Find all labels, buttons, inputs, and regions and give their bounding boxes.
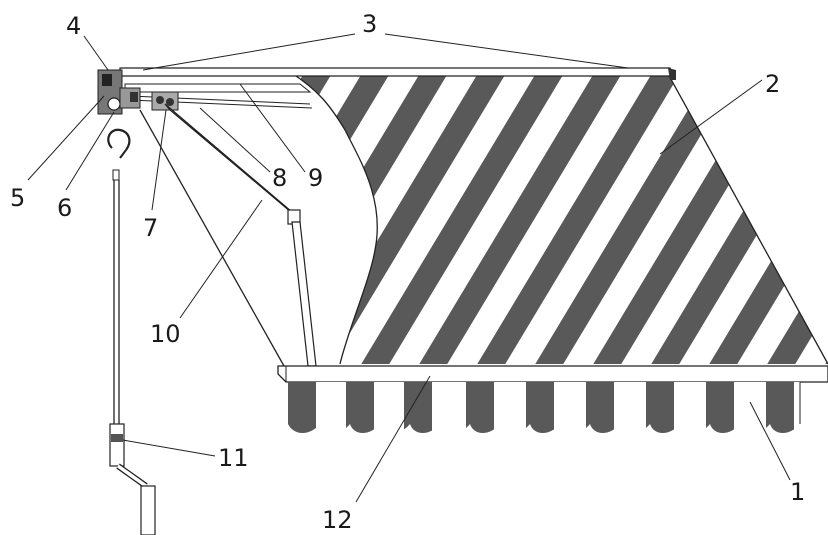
callout-11: 11 — [218, 444, 249, 472]
callout-labels: 3 4 5 6 7 8 9 10 11 12 1 2 — [10, 10, 805, 534]
leader-12 — [355, 375, 431, 503]
callout-6: 6 — [57, 194, 72, 222]
callout-5: 5 — [10, 184, 25, 212]
crank-handle — [107, 128, 156, 535]
leader-7 — [151, 109, 167, 211]
callout-2: 2 — [765, 70, 780, 98]
callout-3: 3 — [362, 10, 377, 38]
leader-9 — [239, 83, 306, 173]
leader-11 — [122, 439, 216, 457]
callout-9: 9 — [308, 164, 323, 192]
leader-lines — [27, 33, 791, 503]
leader-4 — [83, 35, 109, 71]
leader-3b — [384, 33, 629, 69]
arm-joint — [151, 91, 179, 111]
front-bar — [277, 365, 828, 383]
canopy-left-edge — [139, 109, 285, 367]
folding-arm — [164, 103, 317, 367]
leader-3a — [142, 33, 356, 71]
canopy-fabric — [289, 71, 828, 365]
callout-12: 12 — [322, 506, 353, 534]
leader-6 — [65, 111, 115, 191]
leader-2 — [659, 79, 763, 155]
callout-7: 7 — [143, 214, 158, 242]
callout-4: 4 — [66, 12, 81, 40]
valance — [288, 382, 800, 433]
callout-8: 8 — [272, 164, 287, 192]
leader-5 — [27, 95, 105, 181]
leader-10 — [179, 199, 263, 319]
callout-10: 10 — [150, 320, 181, 348]
left-bracket — [97, 69, 141, 115]
leader-1 — [749, 401, 791, 481]
callout-1: 1 — [790, 478, 805, 506]
leader-8 — [199, 107, 271, 173]
